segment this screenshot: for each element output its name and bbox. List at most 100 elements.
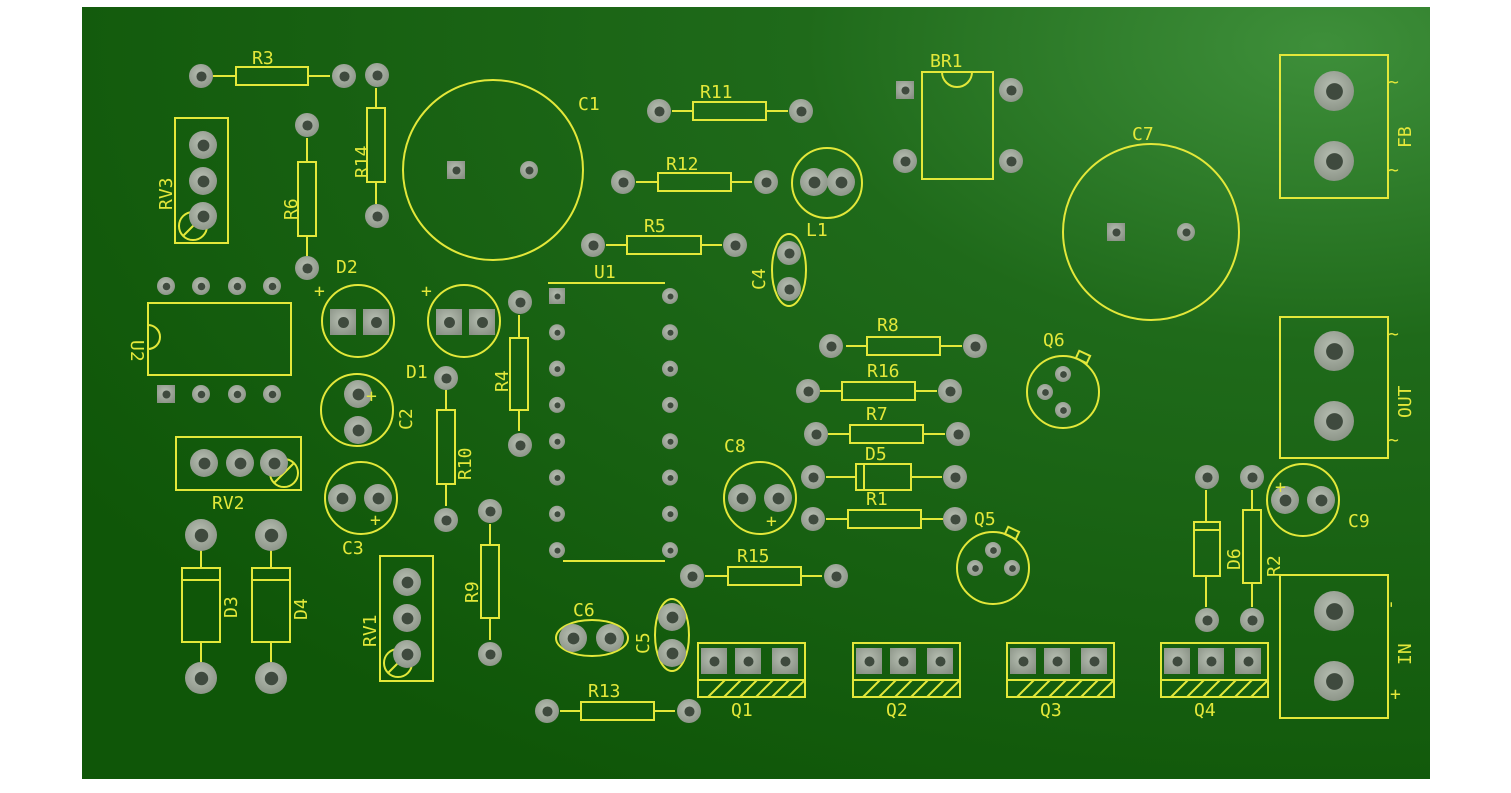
label-out: OUT <box>1395 385 1416 418</box>
label-r14: R14 <box>352 145 373 178</box>
label-r6: R6 <box>281 198 302 220</box>
label-c6: C6 <box>573 600 595 621</box>
drill-hole <box>950 514 961 525</box>
drill-hole <box>990 547 997 554</box>
drill-hole <box>554 366 561 373</box>
label-d3: D3 <box>221 596 242 618</box>
drill-hole <box>667 366 674 373</box>
c3-plus: + <box>370 510 381 531</box>
drill-hole <box>667 511 674 518</box>
drill-hole <box>743 656 754 667</box>
drill-hole <box>826 341 837 352</box>
drill-hole <box>194 671 209 686</box>
drill-hole <box>197 390 206 399</box>
drill-hole <box>264 671 279 686</box>
label-r7: R7 <box>866 404 888 425</box>
drill-hole <box>1202 615 1213 626</box>
out-tilde-top: ~ <box>1388 324 1399 345</box>
drill-hole <box>667 293 674 300</box>
drill-hole <box>268 457 281 470</box>
drill-hole <box>485 506 496 517</box>
drill-hole <box>197 210 210 223</box>
label-fb: FB <box>1395 126 1416 148</box>
drill-hole <box>452 166 461 175</box>
label-r16: R16 <box>867 361 900 382</box>
drill-hole <box>1172 656 1183 667</box>
label-d6: D6 <box>1224 548 1245 570</box>
label-r5: R5 <box>644 216 666 237</box>
drill-hole <box>972 565 979 572</box>
drill-hole <box>784 248 795 259</box>
drill-hole <box>197 175 210 188</box>
label-rv2: RV2 <box>212 493 245 514</box>
label-rv1: RV1 <box>360 614 381 647</box>
drill-hole <box>371 317 382 328</box>
drill-hole <box>196 71 207 82</box>
drill-hole <box>900 156 911 167</box>
drill-hole <box>1243 656 1254 667</box>
drill-hole <box>401 576 414 589</box>
drill-hole <box>542 706 553 717</box>
drill-hole <box>477 317 488 328</box>
drill-hole <box>803 386 814 397</box>
label-r2: R2 <box>1264 555 1285 577</box>
fb-tilde-bottom: ~ <box>1388 160 1399 181</box>
drill-hole <box>945 386 956 397</box>
drill-hole <box>1052 656 1063 667</box>
drill-hole <box>1247 472 1258 483</box>
drill-hole <box>667 547 674 554</box>
label-r11: R11 <box>700 82 733 103</box>
drill-hole <box>588 240 599 251</box>
drill-hole <box>234 457 247 470</box>
drill-hole <box>970 341 981 352</box>
drill-hole <box>654 106 665 117</box>
label-r12: R12 <box>666 154 699 175</box>
label-c9: C9 <box>1348 511 1370 532</box>
label-c2: C2 <box>396 408 417 430</box>
d1-plus: + <box>421 281 432 302</box>
drill-hole <box>935 656 946 667</box>
drill-hole <box>1247 615 1258 626</box>
drill-hole <box>1326 603 1343 620</box>
silkscreen-layer <box>147 54 1389 721</box>
drill-hole <box>554 475 561 481</box>
drill-hole <box>1006 85 1017 96</box>
label-c5: C5 <box>633 632 654 654</box>
drill-hole <box>401 648 414 661</box>
drill-hole <box>667 402 674 409</box>
drill-hole <box>197 139 210 152</box>
label-r8: R8 <box>877 315 899 336</box>
label-r10: R10 <box>455 447 476 480</box>
drill-hole <box>554 293 561 300</box>
label-c7: C7 <box>1132 124 1154 145</box>
drill-hole <box>302 120 313 131</box>
drill-hole <box>441 515 452 526</box>
drill-hole <box>736 492 749 505</box>
reference-designators: R3 R14 R6 RV3 C1 R11 R12 R5 L1 C4 BR1 C7… <box>126 48 1416 721</box>
drill-hole <box>1326 413 1343 430</box>
drill-hole <box>831 571 842 582</box>
d2-plus: + <box>314 281 325 302</box>
drill-hole <box>198 457 211 470</box>
label-c3: C3 <box>342 538 364 559</box>
label-d5: D5 <box>865 444 887 465</box>
label-in: IN <box>1395 643 1416 665</box>
label-r1: R1 <box>866 489 888 510</box>
drill-hole <box>1315 494 1328 507</box>
label-br1: BR1 <box>930 51 963 72</box>
drill-hole <box>780 656 791 667</box>
drill-hole <box>1006 156 1017 167</box>
drill-hole <box>666 647 679 660</box>
label-q3: Q3 <box>1040 700 1062 721</box>
label-r13: R13 <box>588 681 621 702</box>
drill-hole <box>604 632 617 645</box>
drill-hole <box>1182 228 1191 237</box>
in-plus: + <box>1390 684 1401 705</box>
c8-plus: + <box>766 511 777 532</box>
drill-hole <box>352 424 365 437</box>
label-q4: Q4 <box>1194 700 1216 721</box>
drill-hole <box>441 373 452 384</box>
label-q5: Q5 <box>974 509 996 530</box>
label-c4: C4 <box>749 268 770 290</box>
